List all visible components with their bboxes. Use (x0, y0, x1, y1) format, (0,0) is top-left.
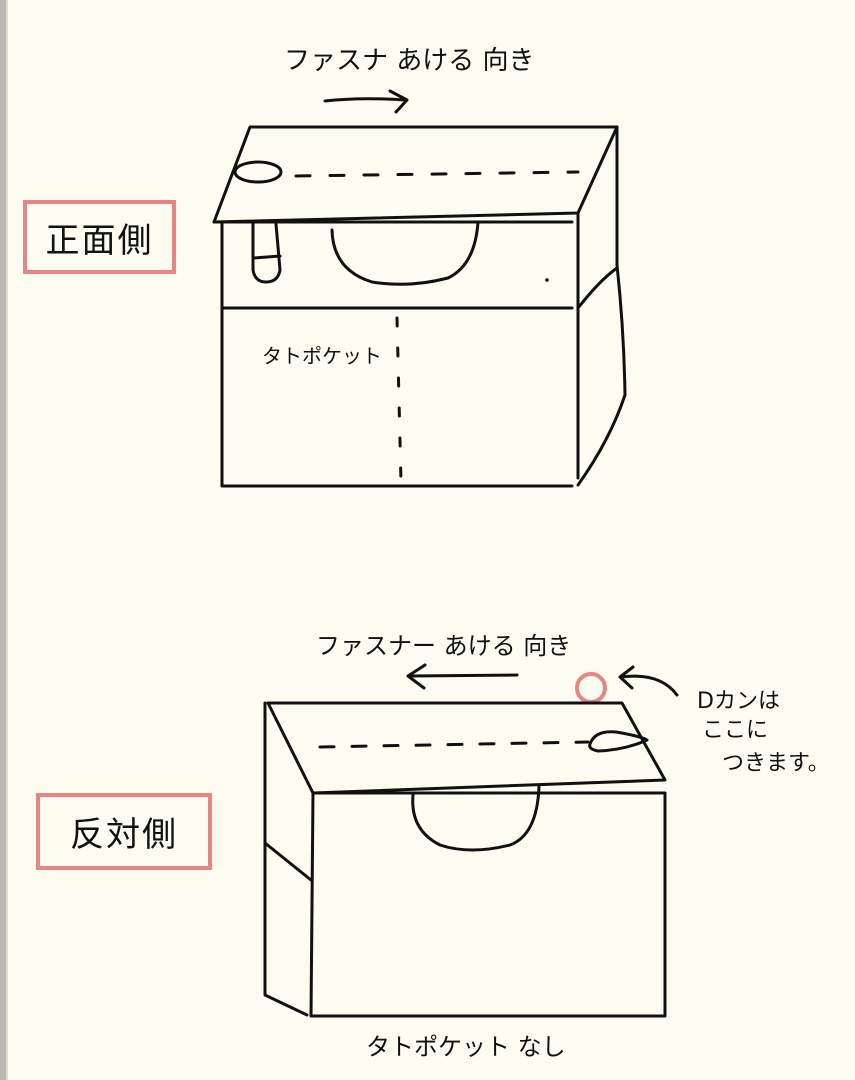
back-view-label-text: 反対側 (70, 815, 178, 855)
d-ring-note-line1: Dカンは (697, 689, 780, 714)
back-zipper-line (318, 740, 590, 749)
front-view-label: 正面側 (23, 200, 176, 274)
front-side-panel (576, 125, 627, 487)
d-ring-note-line3: つきます。 (722, 751, 830, 776)
front-pocket-divider (395, 316, 403, 484)
back-lid (266, 701, 667, 795)
front-zipper-direction-label: ファスナ あける 向き (284, 46, 535, 76)
left-edge-strip (0, 0, 6, 1080)
front-strap-tab (251, 222, 282, 284)
back-body (309, 791, 667, 1018)
front-zipper-line (294, 170, 580, 178)
front-pocket-label: タトポケット (262, 344, 382, 368)
back-view-label: 反対側 (36, 793, 212, 870)
back-handle-cutout (411, 785, 541, 852)
left-edge-shadow (6, 0, 8, 1080)
back-pocket-note: タトポケット なし (366, 1033, 566, 1061)
front-lid (212, 125, 619, 224)
d-ring-pointer-arrow (618, 665, 679, 697)
back-zipper-direction-label: ファスナー あける 向き (316, 632, 572, 660)
front-view-label-text: 正面側 (45, 220, 154, 261)
front-bag-drawing (212, 89, 627, 488)
back-bag-drawing (263, 663, 679, 1018)
d-ring-marker-icon (575, 672, 607, 704)
d-ring-note-line2: ここに (702, 718, 769, 743)
front-arrow-right-icon (323, 89, 409, 114)
front-handle-cutout (330, 220, 480, 286)
back-arrow-left-icon (406, 663, 519, 690)
front-zipper-pull (233, 160, 283, 184)
back-zipper-pull (588, 730, 649, 753)
